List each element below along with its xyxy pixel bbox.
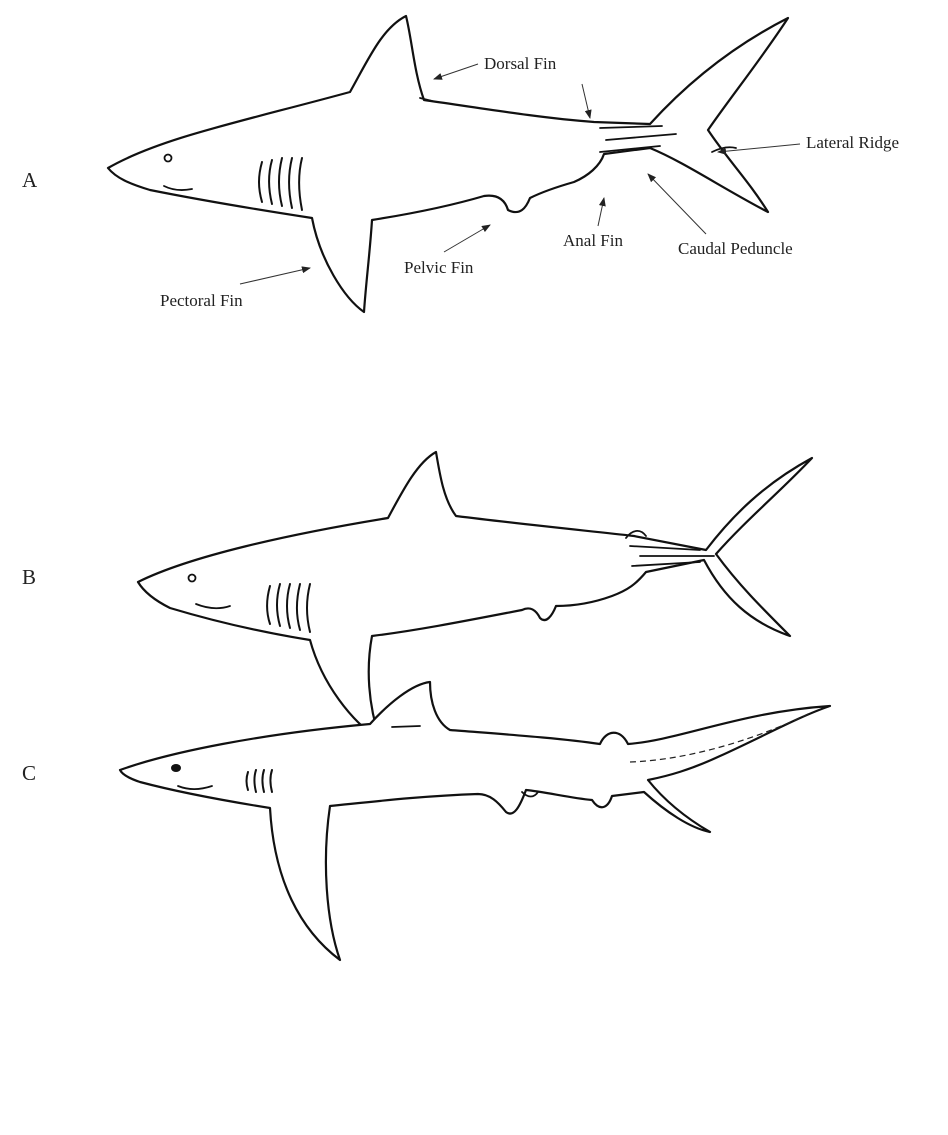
shark-b — [138, 452, 812, 740]
row-label-a: A — [22, 168, 38, 192]
dorsal-fin-arrow — [434, 64, 478, 79]
shark-c-body — [120, 682, 830, 960]
pectoral-fin-arrow — [240, 268, 310, 284]
dorsal-fin-label: Dorsal Fin — [484, 54, 557, 73]
row-label-b: B — [22, 565, 36, 589]
dorsal-fin-arrow-2 — [582, 84, 590, 118]
row-label-c: C — [22, 761, 36, 785]
caudal-peduncle-label: Caudal Peduncle — [678, 239, 793, 258]
pelvic-fin-arrow — [444, 225, 490, 252]
caudal-peduncle-arrow — [648, 174, 706, 234]
anal-fin-arrow — [598, 198, 604, 226]
shark-c-dorsal-base — [392, 726, 420, 727]
shark-c-eye — [171, 764, 181, 772]
anal-fin-label: Anal Fin — [563, 231, 623, 250]
lateral-ridge-label: Lateral Ridge — [806, 133, 899, 152]
pectoral-fin-label: Pectoral Fin — [160, 291, 243, 310]
shark-c — [120, 682, 830, 960]
pelvic-fin-label: Pelvic Fin — [404, 258, 474, 277]
shark-b-body — [138, 452, 812, 740]
